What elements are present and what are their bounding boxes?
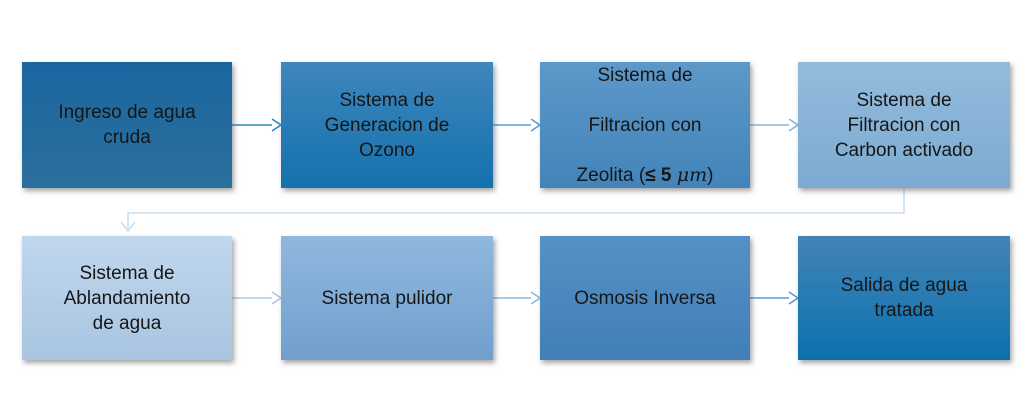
node-label: Sistema de Generacion de Ozono	[324, 89, 450, 161]
arrow-osmosis-to-salida	[750, 291, 800, 305]
node-ablandamiento-agua: Sistema de Ablandamiento de agua	[22, 236, 232, 360]
node-label: Sistema pulidor	[321, 287, 453, 309]
node-label: Ingreso de agua cruda	[58, 102, 196, 148]
arrow-ingreso-to-ozono	[232, 118, 283, 132]
node-label: Osmosis Inversa	[574, 287, 716, 309]
arrow-zeolita-to-carbon	[750, 118, 800, 132]
micron-unit-text: μm	[676, 163, 708, 186]
node-label: Sistema de Filtracion con Zeolita (≤ 5 μ…	[576, 64, 714, 186]
node-ingreso-agua-cruda: Ingreso de agua cruda	[22, 62, 232, 188]
node-label: Salida de agua tratada	[840, 275, 968, 321]
arrow-pulidor-to-osmosis	[493, 291, 542, 305]
node-filtracion-zeolita: Sistema de Filtracion con Zeolita (≤ 5 μ…	[540, 62, 750, 188]
node-salida-agua-tratada: Salida de agua tratada	[798, 236, 1010, 360]
node-generacion-ozono: Sistema de Generacion de Ozono	[281, 62, 493, 188]
node-filtracion-carbon: Sistema de Filtracion con Carbon activad…	[798, 62, 1010, 188]
arrow-ablandamiento-to-pulidor	[232, 291, 283, 305]
node-label: Sistema de Filtracion con Carbon activad…	[834, 89, 974, 161]
node-osmosis-inversa: Osmosis Inversa	[540, 236, 750, 360]
connector-carbon-to-ablandamiento	[120, 188, 905, 233]
node-label: Sistema de Ablandamiento de agua	[63, 262, 191, 334]
arrow-ozono-to-zeolita	[493, 118, 542, 132]
leq-5-text: ≤ 5	[645, 164, 677, 186]
node-sistema-pulidor: Sistema pulidor	[281, 236, 493, 360]
